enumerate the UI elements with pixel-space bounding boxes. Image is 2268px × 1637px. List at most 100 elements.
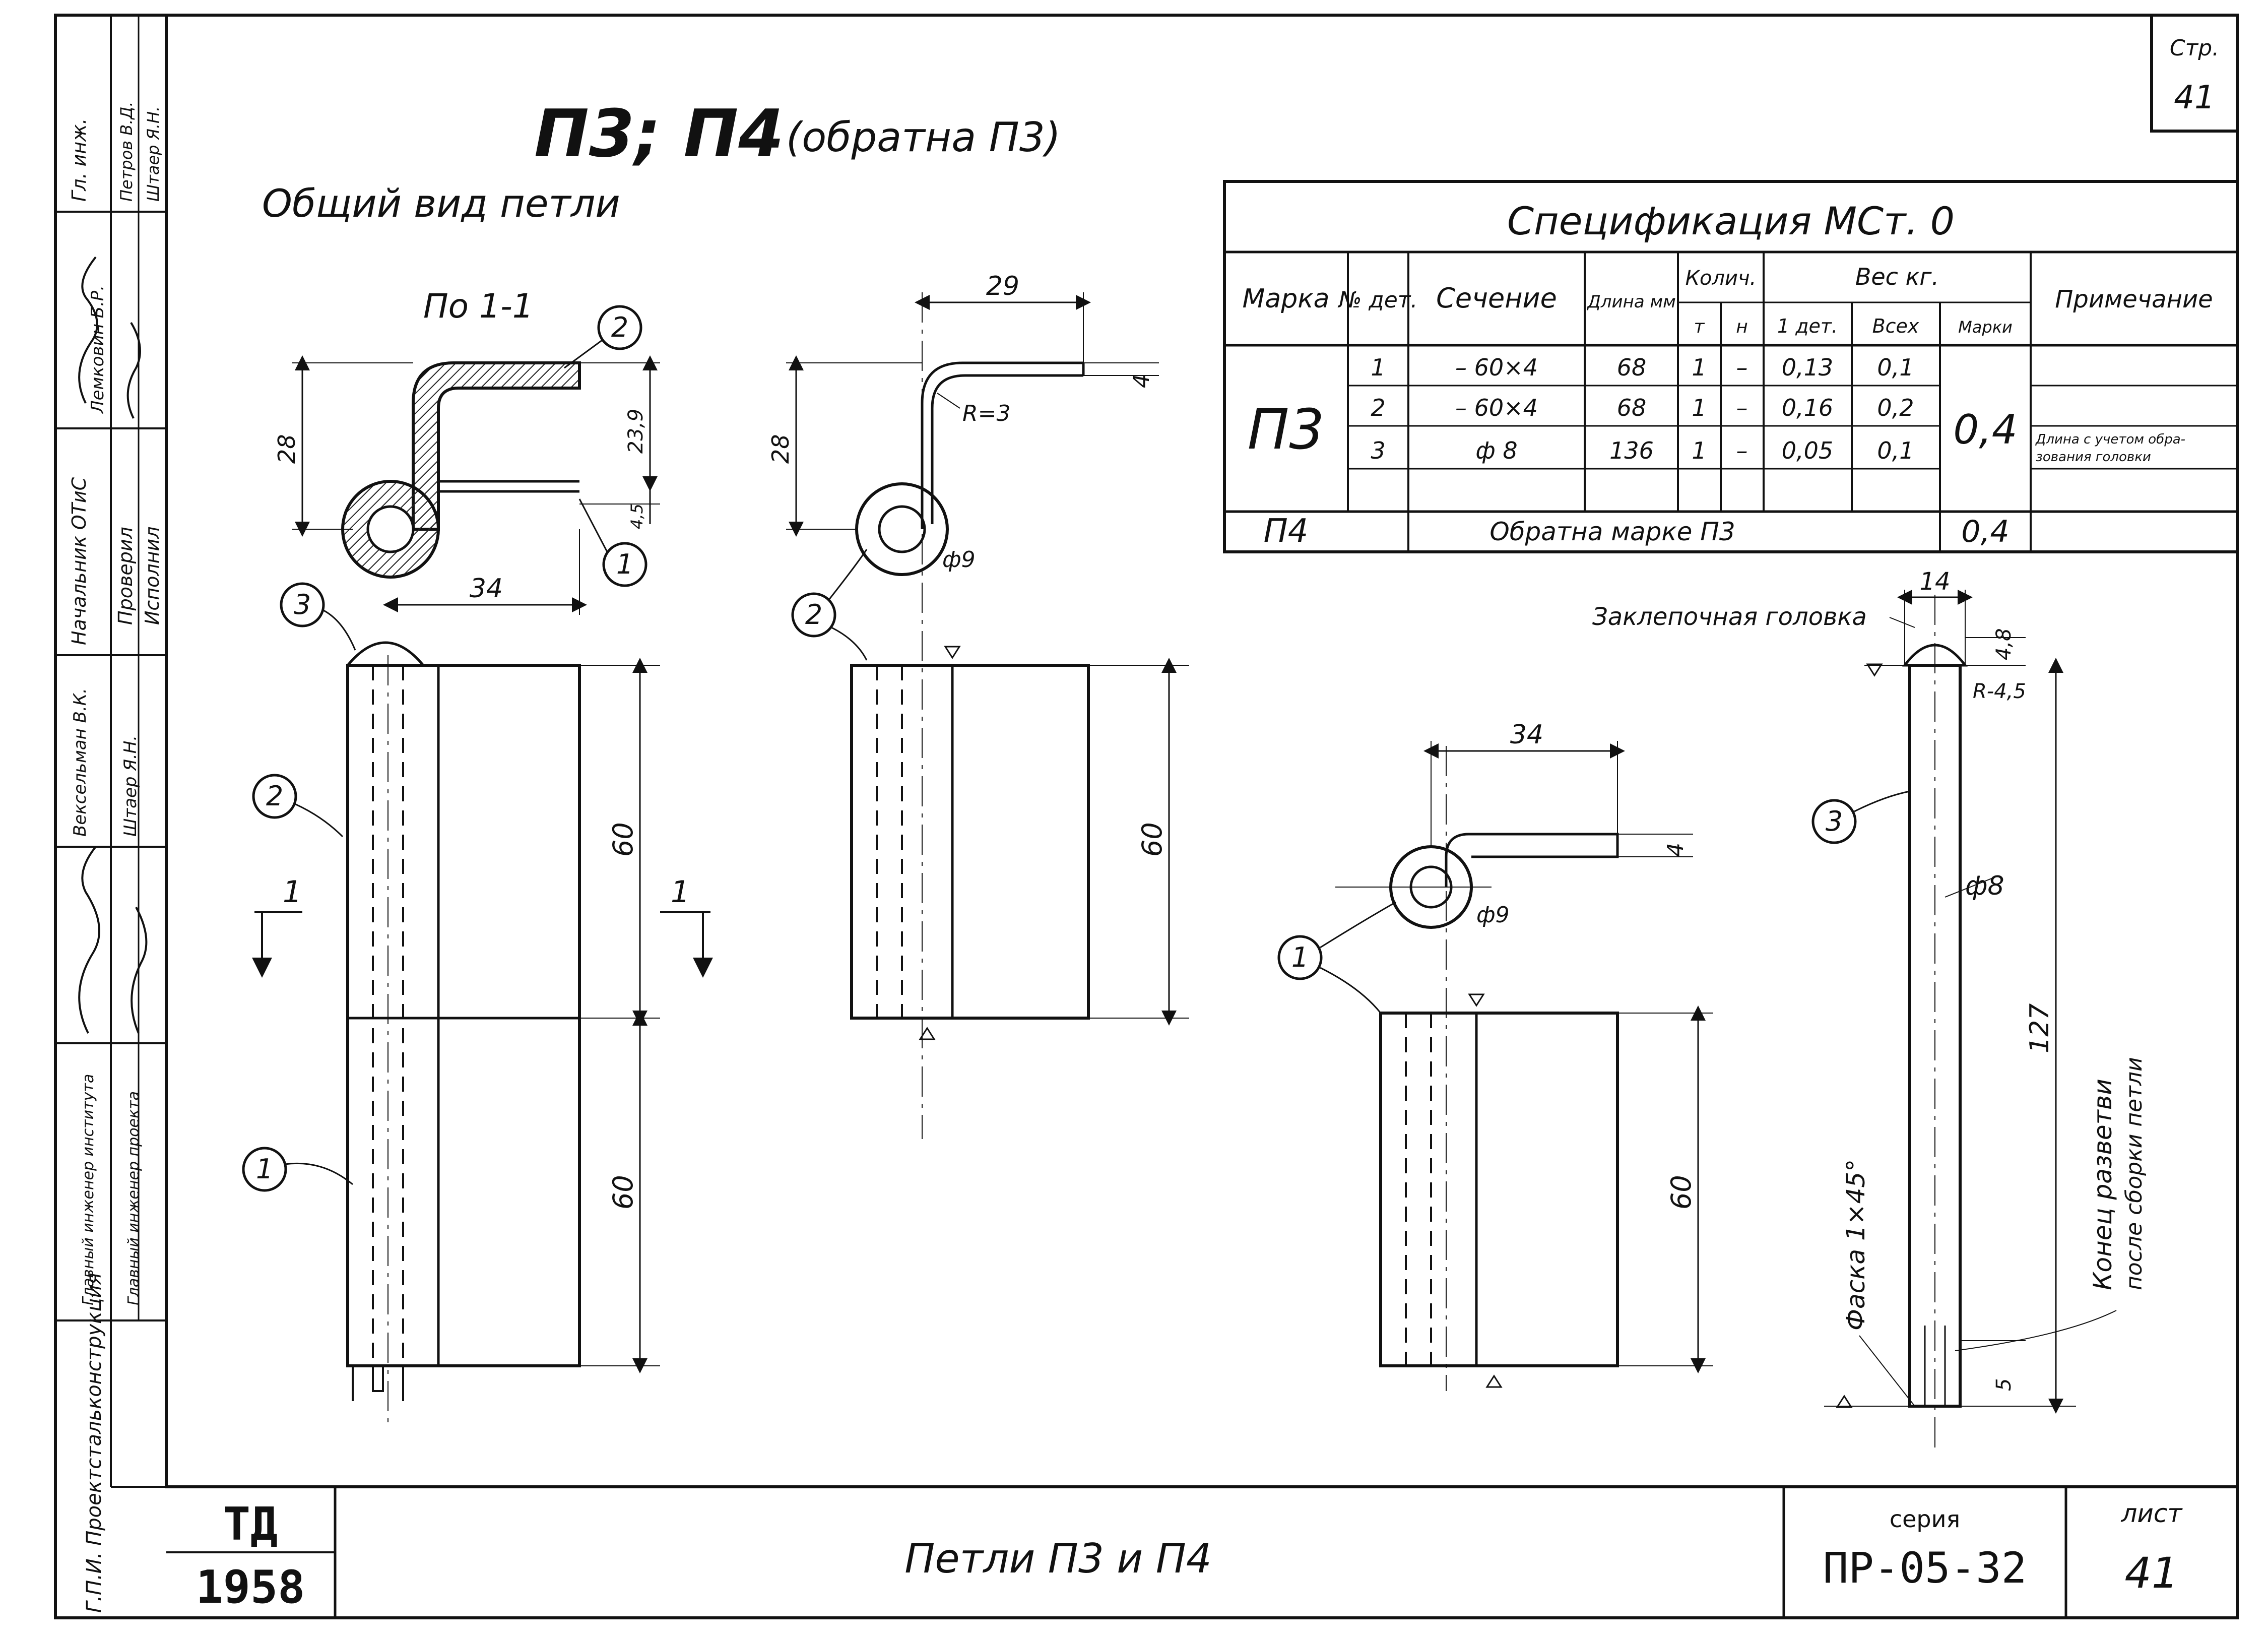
signature-1 xyxy=(78,256,98,404)
row-wall: 0,2 xyxy=(1877,394,1914,421)
stamp-sheet-number: 41 xyxy=(2125,1548,2179,1598)
hdr-w-all: Всех xyxy=(1872,315,1919,337)
stamp-role-5: Главный инженер проекта xyxy=(125,1091,143,1305)
subtitle: Общий вид петли xyxy=(262,181,620,226)
dim-4-8: 4,8 xyxy=(1992,628,2016,660)
stamp-name-2: Штаер Я.Н. xyxy=(144,106,163,202)
dim-34-top: 34 xyxy=(470,574,503,604)
rivet-head-label: Заклепочная головка xyxy=(1592,603,1867,631)
stamp-year: 1958 xyxy=(196,1561,305,1614)
p4-text: Обратна марке П3 xyxy=(1489,517,1735,546)
callout-2-mid xyxy=(791,592,836,638)
hdr-qty: Колич. xyxy=(1686,267,1757,290)
dim-5: 5 xyxy=(1992,1378,2016,1391)
stamp-series: ПР-05-32 xyxy=(1823,1543,2027,1593)
stamp-sheet-label: лист xyxy=(2120,1499,2183,1528)
stamp-role-0: Гл. инж. xyxy=(68,118,90,202)
row-w1: 0,13 xyxy=(1782,354,1833,381)
stamp-role-4: Главный инженер института xyxy=(80,1074,97,1305)
dim-60-upper: 60 xyxy=(607,822,639,857)
main-title-note: (обратна П3) xyxy=(786,114,1061,161)
row-length: 68 xyxy=(1617,354,1647,381)
callout-2-left-label: 2 xyxy=(266,780,283,812)
row-n: – xyxy=(1736,354,1748,381)
stamp-role-2: Проверил xyxy=(114,527,137,625)
callout-2-top xyxy=(597,305,642,350)
callout-2-left xyxy=(252,774,297,819)
callout-1-top-label: 1 xyxy=(616,548,633,580)
row-wall: 0,1 xyxy=(1877,437,1914,464)
part-1-views: 34 4 ф9 1 60 xyxy=(1277,720,1713,1391)
dim-phi9-part1: ф9 xyxy=(1476,902,1510,928)
hdr-detail-no: № дет. xyxy=(1337,287,1418,313)
row-no: 1 xyxy=(1371,354,1385,381)
spec-title: Спецификация МСт. 0 xyxy=(1507,199,1955,243)
row-t: 1 xyxy=(1692,354,1706,381)
dim-29: 29 xyxy=(986,271,1019,301)
section-view-1-1: 28 23,9 4,5 2 1 34 xyxy=(273,305,660,615)
callout-1-left-label: 1 xyxy=(256,1153,273,1185)
dim-23-9: 23,9 xyxy=(624,409,647,454)
section-mark-left: 1 xyxy=(283,874,302,910)
dim-4-part1: 4 xyxy=(1663,843,1689,857)
front-view-left: 60 60 1 1 3 2 1 xyxy=(242,582,713,1426)
callout-3-left xyxy=(280,582,325,627)
p4-weight: 0,4 xyxy=(1961,514,2009,549)
p4-mark: П4 xyxy=(1264,513,1309,550)
signature-4 xyxy=(131,907,148,1034)
callout-3-rivet xyxy=(1811,799,1857,844)
hdr-w-mark: Марки xyxy=(1958,318,2013,337)
hdr-mark: Марка xyxy=(1242,284,1329,314)
spec-row-1: 1 – 60×4 68 1 – 0,13 0,1 xyxy=(1371,354,1914,381)
row-n: – xyxy=(1736,394,1748,421)
dim-4-5: 4,5 xyxy=(627,503,646,529)
dim-28: 28 xyxy=(273,434,300,464)
row-section: – 60×4 xyxy=(1455,394,1538,421)
section-mark-right: 1 xyxy=(671,874,690,910)
dim-phi9-mid: ф9 xyxy=(942,547,976,573)
callout-1-part1-label: 1 xyxy=(1291,941,1309,973)
stamp-name-3: Вексельман В.К. xyxy=(70,688,90,837)
section-label: По 1-1 xyxy=(423,287,534,326)
callout-3-rivet-label: 3 xyxy=(1826,805,1843,837)
callout-2-mid-label: 2 xyxy=(805,599,822,631)
row-length: 136 xyxy=(1609,437,1654,464)
dim-r4-5: R-4,5 xyxy=(1973,680,2026,703)
p3-mark: П3 xyxy=(1248,397,1325,462)
dim-4-mid: 4 xyxy=(1129,374,1154,388)
stamp-org: Г.П.И. Проектстальконструкция xyxy=(83,1273,106,1613)
stamp-title: Петли П3 и П4 xyxy=(904,1535,1212,1582)
stamp-role-3: Исполнил xyxy=(141,526,163,625)
stamp-name-4: Штаер Я.Н. xyxy=(120,735,141,837)
title-block: ТД 1958 Петли П3 и П4 серия ПР-05-32 лис… xyxy=(166,1485,2237,1618)
hdr-weight: Вес кг. xyxy=(1855,263,1939,290)
signature-3 xyxy=(78,846,100,1034)
row-section: ф 8 xyxy=(1475,437,1517,464)
note-line-1: Длина с учетом обра- xyxy=(2035,432,2185,447)
hdr-w-one: 1 дет. xyxy=(1777,315,1838,337)
dim-60-mid: 60 xyxy=(1136,822,1168,857)
dim-127: 127 xyxy=(2025,1003,2055,1053)
row-section: – 60×4 xyxy=(1455,354,1538,381)
row-n: – xyxy=(1736,437,1748,464)
callout-1-top xyxy=(602,542,647,587)
row-w1: 0,16 xyxy=(1782,394,1833,421)
row-wall: 0,1 xyxy=(1877,354,1914,381)
left-stamp: Гл. инж. Начальник ОТиС Проверил Исполни… xyxy=(55,15,166,1613)
row-t: 1 xyxy=(1692,437,1706,464)
rivet-view: Заклепочная головка 14 4,8 R-4,5 ф8 127 … xyxy=(1592,568,2147,1452)
hdr-qty-n: н xyxy=(1736,317,1748,337)
dim-60-lower: 60 xyxy=(607,1175,639,1210)
dim-r3: R=3 xyxy=(962,401,1010,426)
row-w1: 0,05 xyxy=(1782,437,1833,464)
rivet-end-line-1: Конец разветви xyxy=(2088,1079,2117,1290)
hdr-section: Сечение xyxy=(1436,282,1557,314)
chamfer-label: Фаска 1×45° xyxy=(1841,1159,1870,1331)
corner-label: Стр. xyxy=(2170,35,2219,61)
dim-34-part1: 34 xyxy=(1510,720,1543,750)
note-line-2: зования головки xyxy=(2036,450,2151,465)
dim-14: 14 xyxy=(1919,568,1950,596)
stamp-logo: ТД xyxy=(223,1498,278,1551)
row-length: 68 xyxy=(1617,394,1647,421)
